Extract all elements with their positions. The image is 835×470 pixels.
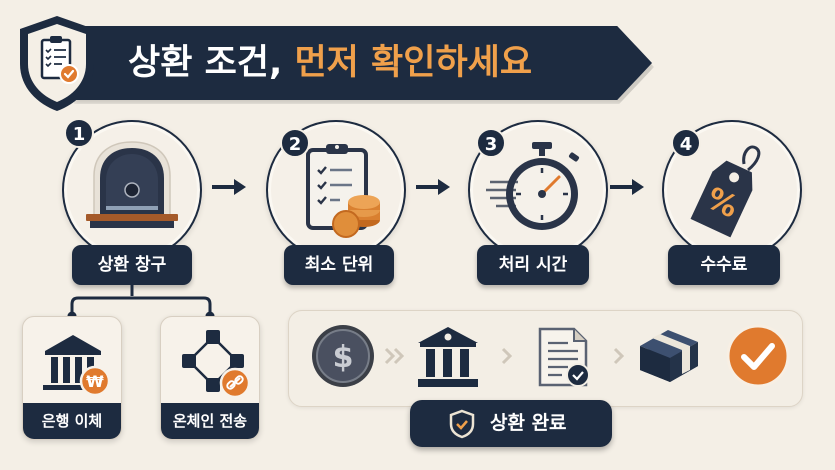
step-2-number: 2 [280, 128, 310, 158]
step-3-label: 처리 시간 [477, 245, 589, 285]
step-2-label: 최소 단위 [284, 245, 394, 285]
svg-text:$: $ [333, 340, 354, 375]
chevron-right-icon [501, 347, 513, 365]
shield-clipboard-check-icon [20, 16, 94, 111]
blockchain-link-icon [182, 330, 251, 399]
double-chevron-icon [384, 347, 405, 365]
arrow-right-icon [212, 179, 246, 195]
branch-bank-transfer: ₩ 은행 이체 [22, 316, 122, 440]
page-title: 상환 조건, 먼저 확인하세요 [128, 38, 532, 88]
arrow-right-icon [416, 179, 450, 195]
redemption-complete-label: 상환 완료 [490, 412, 567, 434]
percent-tag-icon: % [690, 145, 761, 238]
branch-bank-transfer-label: 은행 이체 [23, 403, 121, 439]
dollar-coin-icon: $ [312, 325, 374, 387]
title-part-2: 먼저 확인하세요 [294, 43, 533, 83]
stopwatch-icon [486, 142, 580, 230]
branch-onchain-transfer-label: 온체인 전송 [161, 403, 259, 439]
shield-check-icon [449, 409, 475, 439]
teller-window-icon [86, 141, 178, 228]
step-4-number: 4 [671, 128, 701, 158]
step-3-number: 3 [476, 128, 506, 158]
branch-onchain-transfer: 온체인 전송 [160, 316, 260, 440]
bank-won-icon: ₩ [43, 335, 111, 397]
chevron-right-icon [613, 347, 625, 365]
check-circle-icon [726, 324, 790, 388]
document-check-icon [538, 327, 590, 387]
title-banner [72, 26, 652, 100]
cash-stack-icon [640, 330, 698, 382]
title-part-1: 상환 조건, [128, 43, 283, 83]
step-1-label: 상환 창구 [72, 245, 192, 285]
redemption-complete-badge: 상환 완료 [410, 400, 612, 447]
step-4-label: 수수료 [668, 245, 780, 285]
step-1-number: 1 [64, 118, 94, 148]
arrow-right-icon [610, 179, 644, 195]
svg-text:₩: ₩ [86, 372, 104, 391]
bank-icon [418, 327, 478, 387]
checklist-coins-icon [306, 144, 380, 238]
